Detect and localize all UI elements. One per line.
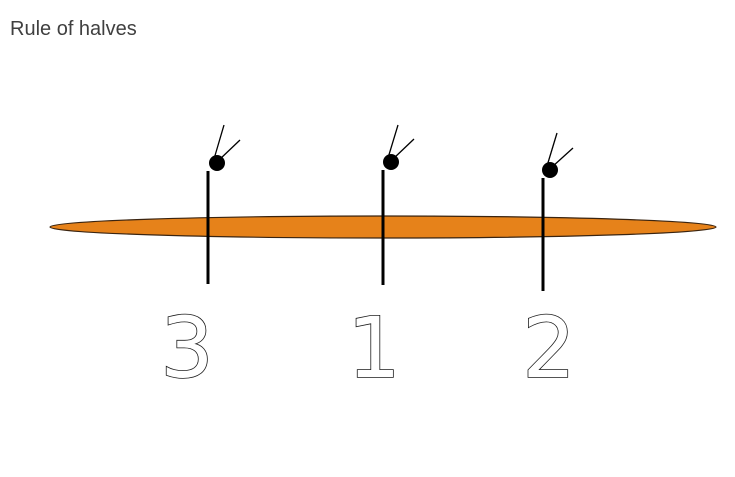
oar-line-a (546, 132, 558, 167)
oar-line-a (213, 124, 225, 160)
slide-title: Rule of halves (10, 18, 137, 40)
seat-number-label: 1 (347, 299, 400, 397)
rower-head-icon (542, 162, 558, 178)
oar-line-b (392, 138, 415, 160)
seat-number-label: 2 (522, 299, 575, 397)
oar-line-b (218, 139, 241, 161)
rower-seat-1: 1 (346, 124, 415, 398)
rower-seat-2: 2 (521, 132, 577, 398)
rower-head-icon (209, 155, 225, 171)
seat-number-label: 3 (160, 299, 213, 397)
oar-line-b (551, 147, 574, 168)
rower-head-icon (383, 154, 399, 170)
rower-seat-3: 3 (159, 124, 241, 398)
oar-line-a (387, 124, 399, 159)
